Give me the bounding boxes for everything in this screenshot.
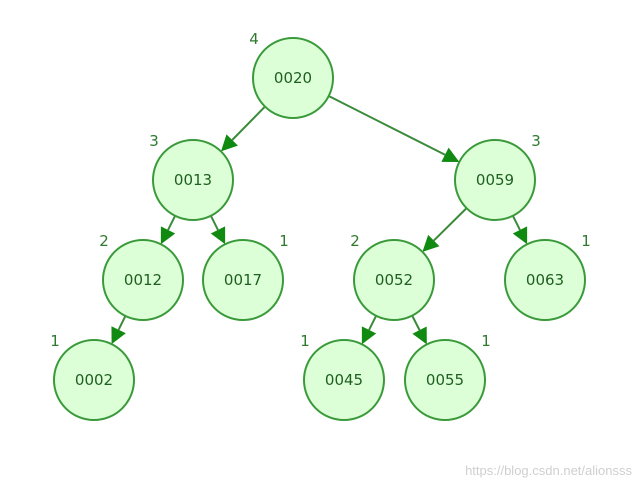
arrowhead-0059-0052 bbox=[422, 234, 440, 252]
arrowhead-0013-0012 bbox=[160, 226, 176, 245]
edge-0012-0002 bbox=[117, 315, 127, 331]
node-circle bbox=[53, 339, 135, 421]
arrowhead-0020-0013 bbox=[221, 134, 238, 152]
nodes-layer: 0020 4 0013 3 0059 3 0012 2 0017 1 0052 2 0063 1 0002 1… bbox=[50, 30, 591, 421]
node-circle bbox=[202, 239, 284, 321]
node-height-label: 2 bbox=[350, 232, 360, 250]
node-height-label: 1 bbox=[581, 232, 591, 250]
node-circle bbox=[303, 339, 385, 421]
tree-node-0059: 0059 3 bbox=[454, 132, 541, 221]
edges-layer bbox=[111, 95, 528, 345]
arrowhead-0012-0002 bbox=[111, 326, 126, 345]
arrowhead-0020-0059 bbox=[441, 147, 460, 162]
node-label: 0013 bbox=[174, 171, 212, 189]
node-circle bbox=[353, 239, 435, 321]
tree-node-0002: 0002 1 bbox=[50, 332, 135, 421]
arrowhead-0059-0063 bbox=[512, 226, 528, 245]
node-height-label: 3 bbox=[149, 132, 159, 150]
edge-0052-0055 bbox=[411, 315, 421, 331]
node-height-label: 3 bbox=[531, 132, 541, 150]
edge-0020-0013 bbox=[231, 105, 266, 141]
edge-0013-0017 bbox=[209, 215, 219, 231]
node-circle bbox=[152, 139, 234, 221]
arrowhead-0013-0017 bbox=[210, 226, 226, 245]
node-label: 0017 bbox=[224, 271, 262, 289]
node-label: 0045 bbox=[325, 371, 363, 389]
node-circle bbox=[252, 37, 334, 119]
node-label: 0059 bbox=[476, 171, 514, 189]
tree-node-0063: 0063 1 bbox=[504, 232, 591, 321]
tree-node-0017: 0017 1 bbox=[202, 232, 289, 321]
edge-0059-0063 bbox=[511, 215, 521, 231]
node-circle bbox=[504, 239, 586, 321]
node-circle bbox=[454, 139, 536, 221]
arrowhead-0052-0055 bbox=[412, 326, 427, 345]
edge-0020-0059 bbox=[328, 95, 446, 156]
tree-node-0012: 0012 2 bbox=[99, 232, 184, 321]
edge-0052-0045 bbox=[368, 315, 378, 331]
tree-node-0045: 0045 1 bbox=[300, 332, 385, 421]
node-label: 0055 bbox=[426, 371, 464, 389]
node-height-label: 1 bbox=[279, 232, 289, 250]
node-label: 0063 bbox=[526, 271, 564, 289]
tree-node-0020: 0020 4 bbox=[249, 30, 334, 119]
edge-0013-0012 bbox=[167, 215, 177, 231]
node-label: 0002 bbox=[75, 371, 113, 389]
node-label: 0052 bbox=[375, 271, 413, 289]
node-circle bbox=[404, 339, 486, 421]
edge-0059-0052 bbox=[433, 207, 468, 242]
node-height-label: 4 bbox=[249, 30, 259, 48]
node-height-label: 2 bbox=[99, 232, 109, 250]
node-label: 0020 bbox=[274, 69, 312, 87]
tree-node-0052: 0052 2 bbox=[350, 232, 435, 321]
node-height-label: 1 bbox=[300, 332, 310, 350]
node-height-label: 1 bbox=[50, 332, 60, 350]
arrowhead-0052-0045 bbox=[361, 326, 377, 345]
node-label: 0012 bbox=[124, 271, 162, 289]
node-circle bbox=[102, 239, 184, 321]
tree-node-0055: 0055 1 bbox=[404, 332, 491, 421]
node-height-label: 1 bbox=[481, 332, 491, 350]
tree-node-0013: 0013 3 bbox=[149, 132, 234, 221]
watermark: https://blog.csdn.net/alionsss bbox=[465, 463, 632, 478]
